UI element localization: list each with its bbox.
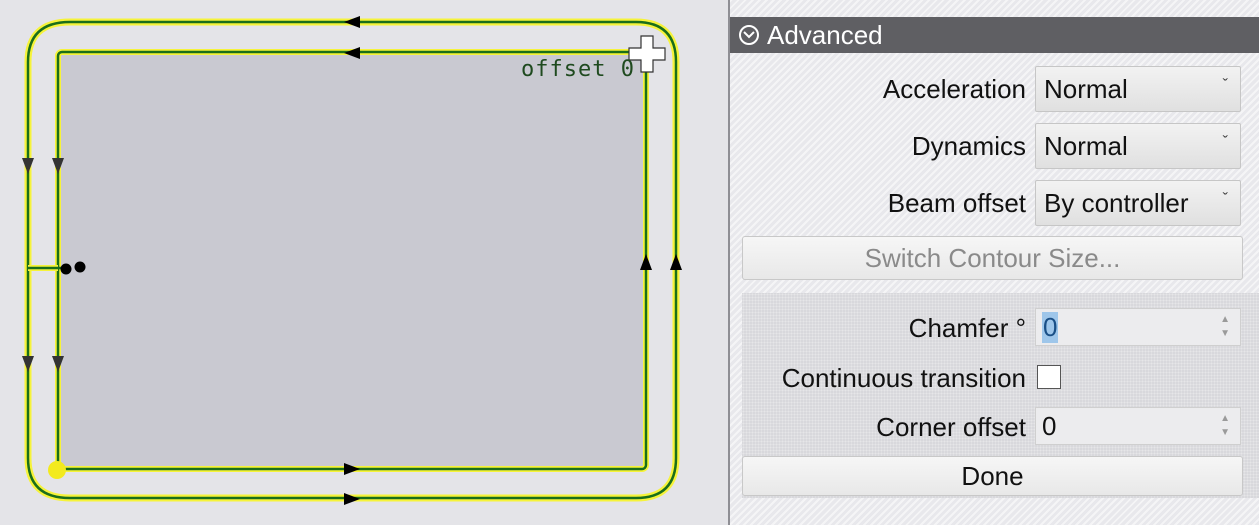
panel-divider[interactable] [728,0,730,525]
acceleration-select[interactable]: Normal ˇ [1035,66,1241,112]
continuous-transition-checkbox[interactable] [1037,365,1061,389]
advanced-section-header[interactable]: Advanced [730,17,1259,53]
chamfer-value: 0 [1042,311,1059,343]
part-shape[interactable] [57,51,647,470]
direction-arrow-icon [22,158,34,174]
acceleration-label: Acceleration [882,74,1026,104]
beam-offset-select[interactable]: By controller ˇ [1035,180,1241,226]
direction-arrow-icon [344,47,360,59]
move-cursor-icon [628,35,666,73]
beam-offset-value: By controller [1044,187,1189,218]
chamfer-label: Chamfer ° [908,313,1026,343]
corner-offset-label: Corner offset [876,412,1026,442]
panel-footer [730,498,1259,525]
chevron-down-icon: ˇ [1222,77,1228,94]
dynamics-select[interactable]: Normal ˇ [1035,123,1241,169]
section-title: Advanced [767,19,883,50]
direction-arrow-icon [670,254,682,270]
continuous-transition-label: Continuous transition [781,363,1026,393]
outer-offset-contour[interactable] [26,20,678,500]
direction-arrow-icon [344,463,360,475]
offset-label: offset 0 [521,57,635,82]
direction-arrow-icon [344,493,360,505]
contour-canvas[interactable]: offset 0 [0,0,728,525]
lead-in-dot-icon [60,263,72,275]
chevron-down-icon [739,25,759,45]
start-point-marker[interactable] [48,461,66,479]
direction-arrow-icon [22,356,34,372]
chamfer-input[interactable]: 0 ▲▼ [1035,308,1241,346]
chevron-down-icon: ˇ [1222,191,1228,208]
switch-contour-size-button[interactable]: Switch Contour Size... [742,236,1243,280]
lead-in-dot-icon [74,261,86,273]
corner-offset-value: 0 [1042,410,1057,441]
contour-drawing[interactable] [0,0,728,525]
beam-offset-label: Beam offset [887,188,1026,218]
direction-arrow-icon [640,254,652,270]
direction-arrow-icon [344,16,360,28]
properties-panel: Advanced Acceleration Normal ˇ Dynamics … [730,0,1259,525]
chevron-down-icon: ˇ [1222,134,1228,151]
spin-arrows-icon[interactable]: ▲▼ [1220,413,1230,438]
dynamics-value: Normal [1044,130,1128,161]
corner-offset-input[interactable]: 0 ▲▼ [1035,407,1241,445]
dynamics-label: Dynamics [911,131,1026,161]
acceleration-value: Normal [1044,73,1128,104]
direction-arrow-icon [52,356,64,372]
done-button[interactable]: Done [742,456,1243,496]
spin-arrows-icon[interactable]: ▲▼ [1220,314,1230,339]
direction-arrow-icon [52,158,64,174]
